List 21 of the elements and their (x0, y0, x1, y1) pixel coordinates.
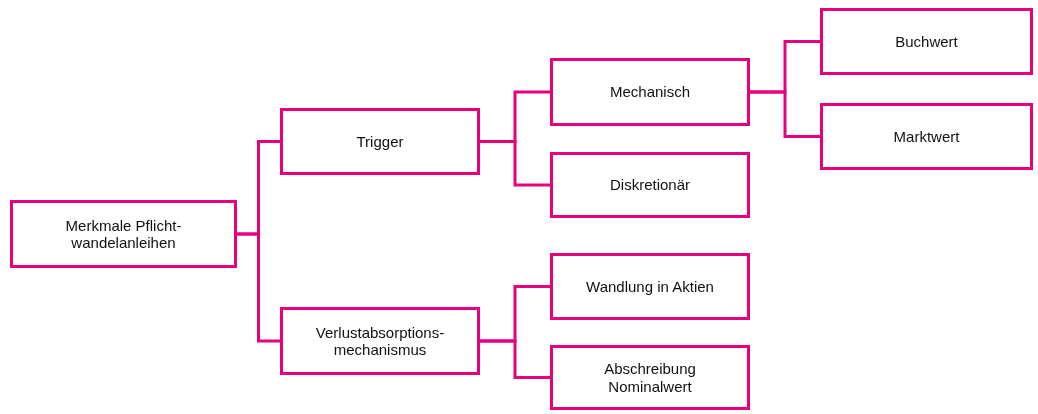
connector-line (750, 90, 820, 138)
box-label: Verlustabsorptions-mechanismus (314, 323, 446, 359)
box-label: Trigger (356, 132, 404, 151)
process-box (280, 108, 480, 175)
box-label: Wandlung in Aktien (586, 277, 714, 296)
box-label: Buchwert (895, 32, 958, 51)
connector-line (480, 339, 550, 379)
process-box (550, 253, 750, 320)
process-box (550, 152, 750, 218)
box-label: Marktwert (893, 127, 960, 146)
connector-line (237, 232, 280, 343)
box-label: Abschreibung Nominalwert (603, 360, 697, 395)
process-box (820, 103, 1033, 170)
process-box (550, 345, 750, 410)
process-box (820, 8, 1033, 75)
process-box (10, 200, 237, 268)
box-label: Merkmale Pflicht-wandelanleihen (64, 216, 183, 252)
box-label: Diskretionär (610, 176, 690, 194)
process-box (550, 58, 750, 126)
process-box (280, 307, 480, 375)
box-label: Mechanisch (609, 83, 690, 101)
